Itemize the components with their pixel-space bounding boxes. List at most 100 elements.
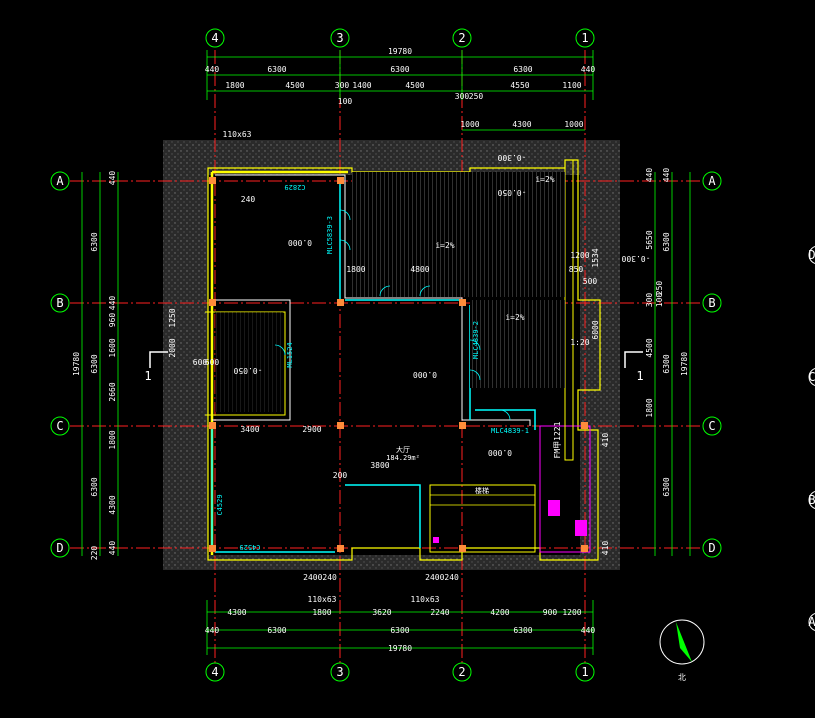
dim-left-detail-4: 1800: [108, 430, 117, 449]
dim-left-total: 19780: [72, 352, 81, 376]
window-label-1: C2829: [284, 183, 305, 191]
door-swings: [274, 209, 511, 421]
dim-2900: 2900: [302, 425, 321, 434]
dim-bot-edge-r: 440: [581, 626, 596, 635]
grid-label-right-B: B: [708, 296, 715, 310]
dim-left-bay-2: 6300: [90, 354, 99, 373]
grid-label-left-D: D: [56, 541, 63, 555]
dim-3800: 3800: [370, 461, 389, 470]
grid-bubbles-top: [50, 28, 722, 682]
dim-top-edge-l: 440: [205, 65, 220, 74]
dim-right-edge-4: 410: [601, 541, 610, 556]
dim-3400: 3400: [240, 425, 259, 434]
elev-label-a: -0.300: [497, 153, 526, 162]
dim-200: 200: [333, 471, 348, 480]
dim-top-detail-4: 1400: [352, 81, 371, 90]
grid-label-right-C: C: [708, 419, 715, 433]
elev-label-f: -0.050: [233, 366, 262, 375]
section-marks: [149, 351, 643, 368]
partial-label-4: A: [808, 615, 815, 629]
dim-bot-edge-l: 440: [205, 626, 220, 635]
north-label: 北: [678, 673, 686, 682]
dim-right-edge-3: 410: [601, 433, 610, 448]
elev-label-g: 0.000: [488, 448, 512, 457]
dim-top-inner-1: 1000: [460, 120, 479, 129]
dim-bot-bay-2: 6300: [390, 626, 409, 635]
dim-top-detail-7: 250: [469, 92, 484, 101]
elev-label-c: 0.000: [288, 238, 312, 247]
grid-label-top-3: 3: [336, 31, 343, 45]
dim-right-total: 19780: [680, 352, 689, 376]
partial-label-1: D: [808, 248, 815, 262]
dim-top-detail-2: 4500: [285, 81, 304, 90]
dim-right-detail-1: 5650: [645, 230, 654, 249]
dim-bot-detail-3: 3620: [372, 608, 391, 617]
pipe-label-2: 110x63: [308, 595, 337, 604]
dim-top-detail-1: 1800: [225, 81, 244, 90]
dim-right-detail-3: 100: [655, 293, 664, 308]
dim-right-detail-2: 300: [645, 293, 654, 308]
dim-left-edge-4: 220: [90, 546, 99, 561]
dim-right-bay-2: 6300: [662, 354, 671, 373]
room-area-label: 184.29m²: [386, 454, 420, 462]
dim-top-mark: 100: [338, 97, 353, 106]
dim-600b: 600: [205, 358, 220, 367]
building-walls: [205, 159, 601, 561]
dim-1200: 1200: [570, 251, 589, 260]
door-label-2: MLC4839-2: [472, 321, 480, 359]
dim-2000: 2000: [168, 338, 177, 357]
dim-1800: 1800: [346, 265, 365, 274]
dim-top-detail-6: 300: [455, 92, 470, 101]
window-label-4: FM甲1221: [553, 421, 562, 458]
dim-bot-bay-1: 6300: [267, 626, 286, 635]
dim-850: 850: [569, 265, 584, 274]
dim-bot-detail-5: 4200: [490, 608, 509, 617]
grid-label-top-2: 2: [458, 31, 465, 45]
slope-label-2: i=2%: [505, 313, 524, 322]
grid-label-right-A: A: [708, 174, 716, 188]
dim-top-detail-3: 300: [335, 81, 350, 90]
dim-bot-total: 19780: [388, 644, 412, 653]
section-label-1: 1: [144, 369, 151, 383]
dim-bot-detail-4: 2240: [430, 608, 449, 617]
room-stair-label: 楼梯: [475, 486, 489, 495]
fixtures: [433, 500, 587, 543]
elev-label-b: -0.050: [497, 188, 526, 197]
dim-top-total: 19780: [388, 47, 412, 56]
dim-right-detail-6: 1800: [645, 398, 654, 417]
dim-top-detail-8: 4550: [510, 81, 529, 90]
window-label-2: C4529: [216, 494, 224, 515]
right-partial-bubbles: [808, 245, 815, 632]
dim-right-edge-1: 440: [645, 168, 654, 183]
ramp-hatch-lower: [470, 300, 565, 388]
door-label-4: ML1524: [286, 342, 294, 367]
dim-bot-detail-6: 900: [543, 608, 558, 617]
room-hall-label: 大厅: [396, 445, 410, 454]
dim-4800: 4800: [410, 265, 429, 274]
section-label-2: 1: [636, 369, 643, 383]
door-label-3: MLC4839-1: [491, 427, 529, 435]
dim-left-detail-2: 1600: [108, 338, 117, 357]
dim-2400-a: 2400240: [303, 573, 337, 582]
elev-label-d: -0.300: [621, 254, 650, 263]
dim-right-detail-4: 250: [655, 281, 664, 296]
grid-label-bottom-4: 4: [211, 665, 218, 679]
dim-left-edge-1: 440: [108, 171, 117, 186]
dim-right-bay-1: 6300: [662, 232, 671, 251]
slope-label-4: 1:20: [570, 338, 589, 347]
dim-left-detail-1: 960: [108, 313, 117, 328]
dim-top-inner-3: 1000: [564, 120, 583, 129]
dim-top-bay-3: 6300: [513, 65, 532, 74]
ramp-hatch-left: [215, 312, 283, 412]
partial-label-2: C: [808, 370, 815, 384]
dim-left-bay-1: 6300: [90, 232, 99, 251]
north-arrow: [659, 619, 705, 665]
grid-label-bottom-3: 3: [336, 665, 343, 679]
dim-2400-b: 2400240: [425, 573, 459, 582]
dim-top-bay-2: 6300: [390, 65, 409, 74]
dim-bot-detail-2: 1800: [312, 608, 331, 617]
door-label-1: MLC5839-3: [326, 216, 334, 254]
dim-left-edge-3: 440: [108, 541, 117, 556]
